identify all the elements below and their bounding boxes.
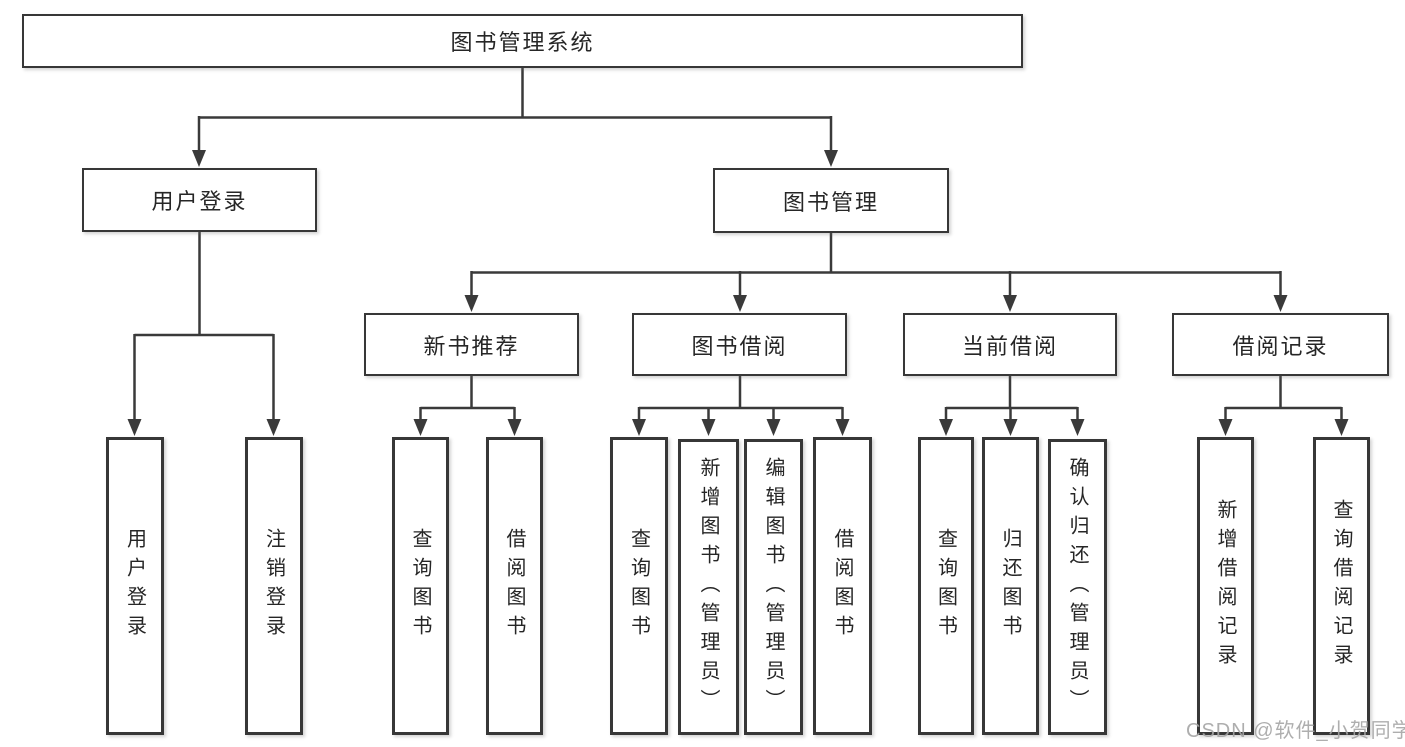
- node-borrow-records: 借阅记录: [1172, 313, 1389, 376]
- leaf-logout: 注销登录: [245, 437, 303, 735]
- leaf-borrow-edit-book-admin: 编辑图书（管理员）: [744, 439, 803, 735]
- connector-new-books-branch: [413, 375, 522, 436]
- leaf-current-query-book: 查询图书: [918, 437, 974, 735]
- node-user-login: 用户登录: [82, 168, 317, 232]
- node-current-borrow: 当前借阅: [903, 313, 1117, 376]
- leaf-user-login: 用户登录: [106, 437, 164, 735]
- leaf-current-confirm-return-admin: 确认归还（管理员）: [1048, 439, 1107, 735]
- watermark: CSDN @软件_小贺同学: [1186, 720, 1405, 742]
- connector-book-borrow-branch: [632, 375, 850, 436]
- leaf-borrow-borrow-book: 借阅图书: [813, 437, 872, 735]
- connector-book-mgmt-branch: [464, 232, 1288, 312]
- leaf-borrow-query-book: 查询图书: [610, 437, 668, 735]
- leaf-current-return-book: 归还图书: [982, 437, 1039, 735]
- leaf-borrow-add-book-admin: 新增图书（管理员）: [678, 439, 739, 735]
- node-root: 图书管理系统: [22, 14, 1023, 68]
- node-book-borrow: 图书借阅: [632, 313, 847, 376]
- leaf-recommend-query-book: 查询图书: [392, 437, 449, 735]
- connector-root-branch: [192, 67, 838, 167]
- leaf-records-query-record: 查询借阅记录: [1313, 437, 1370, 735]
- connector-borrow-records-branch: [1218, 375, 1349, 436]
- leaf-recommend-borrow-book: 借阅图书: [486, 437, 543, 735]
- connector-current-borrow-branch: [939, 375, 1085, 436]
- node-book-management: 图书管理: [713, 168, 949, 233]
- connector-user-login-branch: [127, 231, 281, 436]
- node-new-book-recommend: 新书推荐: [364, 313, 579, 376]
- leaf-records-add-record: 新增借阅记录: [1197, 437, 1254, 735]
